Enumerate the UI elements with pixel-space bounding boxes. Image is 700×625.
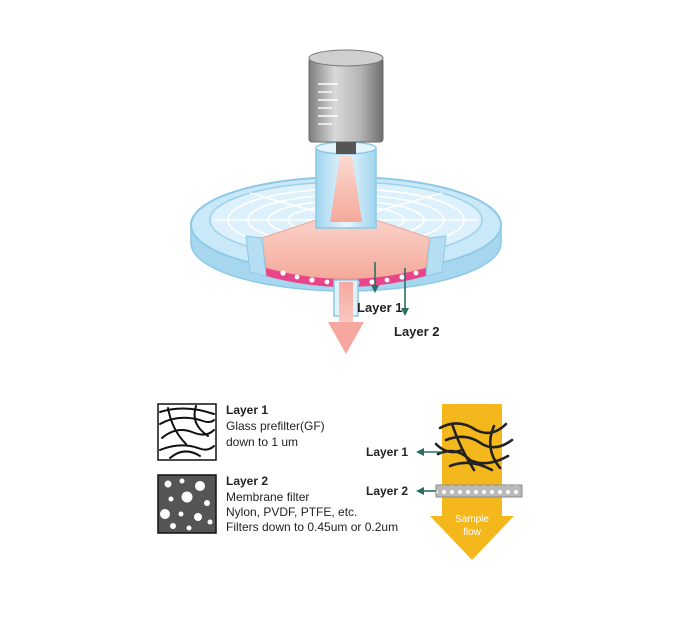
top-callouts — [371, 262, 409, 316]
legend-layer1-line2: down to 1 um — [226, 435, 299, 449]
syringe — [308, 49, 384, 154]
cutaway-section — [245, 209, 447, 287]
top-label-layer1: Layer 1 — [357, 300, 403, 315]
inlet-neck — [315, 141, 377, 229]
legend-layer2-line2: Nylon, PVDF, PTFE, etc. — [226, 505, 358, 519]
glass-fiber-icon — [157, 403, 217, 461]
flow-label-layer2: Layer 2 — [366, 484, 409, 498]
syringe-graduations — [318, 83, 338, 125]
flow-callouts — [416, 448, 442, 495]
sample-flow-label-line1: Sample — [455, 514, 489, 525]
legend-layer2-line1: Membrane filter — [226, 490, 310, 504]
legend-layer2-title: Layer 2 — [226, 474, 269, 488]
top-label-layer2: Layer 2 — [394, 324, 440, 339]
legend-layer1-title: Layer 1 — [226, 403, 269, 417]
legend-layer1-line1: Glass prefilter(GF) — [226, 419, 325, 433]
membrane-icon — [157, 474, 217, 534]
flow-membrane — [435, 484, 523, 498]
sample-flow-label-line2: flow — [463, 527, 481, 538]
outlet-arrow — [328, 279, 364, 354]
flow-fibers — [434, 422, 514, 472]
flow-label-layer1: Layer 1 — [366, 445, 409, 459]
legend-layer2-line3: Filters down to 0.45um or 0.2um — [226, 520, 399, 534]
